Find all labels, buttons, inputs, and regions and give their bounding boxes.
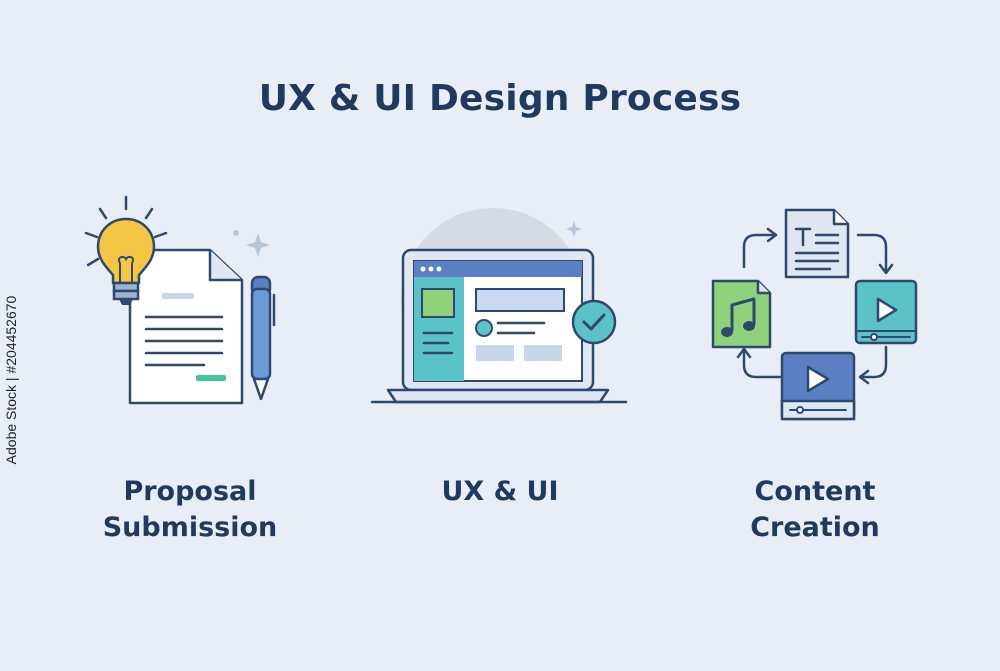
step-label-line: Submission: [102, 512, 278, 543]
media-cycle-icon: [711, 208, 918, 421]
step-label-line: Proposal: [123, 476, 257, 507]
step-label-ux-ui: UX & UI: [350, 474, 650, 510]
step-label-line: Content: [754, 476, 876, 507]
step-label-line: Creation: [750, 512, 880, 543]
laptop-checkmark-icon: [370, 208, 628, 404]
step-label-content-creation: Content Creation: [665, 474, 965, 546]
page-title: UX & UI Design Process: [258, 78, 742, 119]
side-caption: Adobe Stock | #204452670: [3, 295, 19, 465]
step-label-line: UX & UI: [441, 476, 559, 507]
step-label-proposal-submission: Proposal Submission: [40, 474, 340, 546]
lightbulb-document-pen-icon: [84, 195, 276, 405]
